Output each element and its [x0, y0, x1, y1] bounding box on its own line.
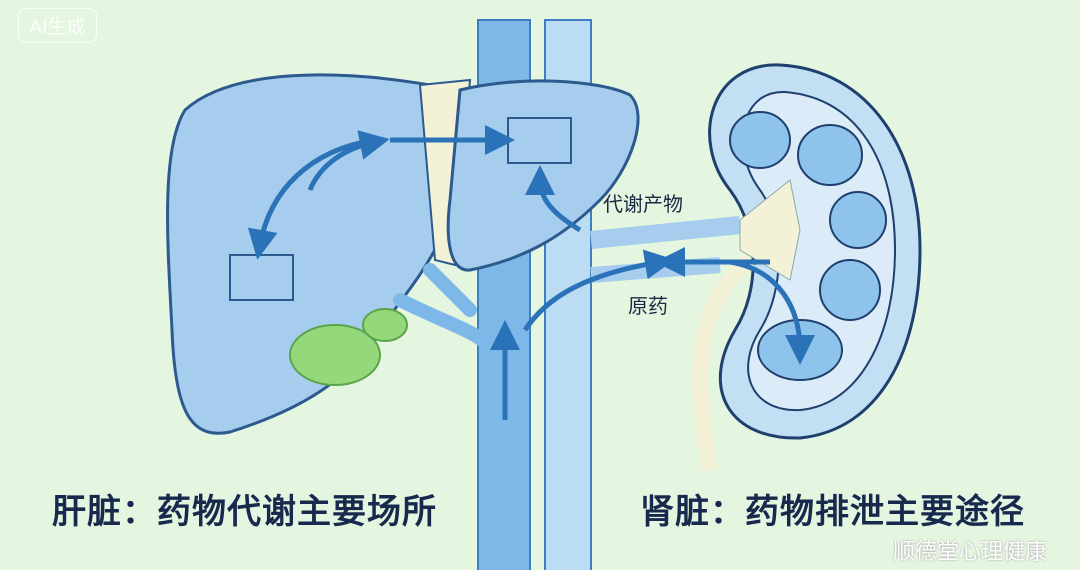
gallbladder: [289, 324, 381, 386]
liver-caption: 肝脏：药物代谢主要场所: [52, 492, 437, 532]
metabolites-label: 代谢产物: [603, 192, 683, 216]
ureter: [692, 253, 756, 472]
renal-pelvis: [739, 179, 801, 281]
kidney-caption: 肾脏：药物排泄主要途径: [640, 492, 1025, 532]
liver-cell-box: [229, 254, 294, 301]
parent-drug-label: 原药: [628, 294, 668, 318]
watermark: 顺德堂心理健康: [893, 540, 1048, 565]
renal-pyramids: [729, 111, 887, 381]
renal-vein: [590, 216, 741, 249]
ai-generated-badge: AI生成: [18, 8, 97, 43]
liver-cell-box: [507, 117, 572, 164]
gallbladder-duct: [362, 308, 408, 342]
flow-arrows: [247, 125, 815, 420]
liver-left-lobe: [166, 73, 442, 435]
portal-vessel: [393, 263, 489, 347]
